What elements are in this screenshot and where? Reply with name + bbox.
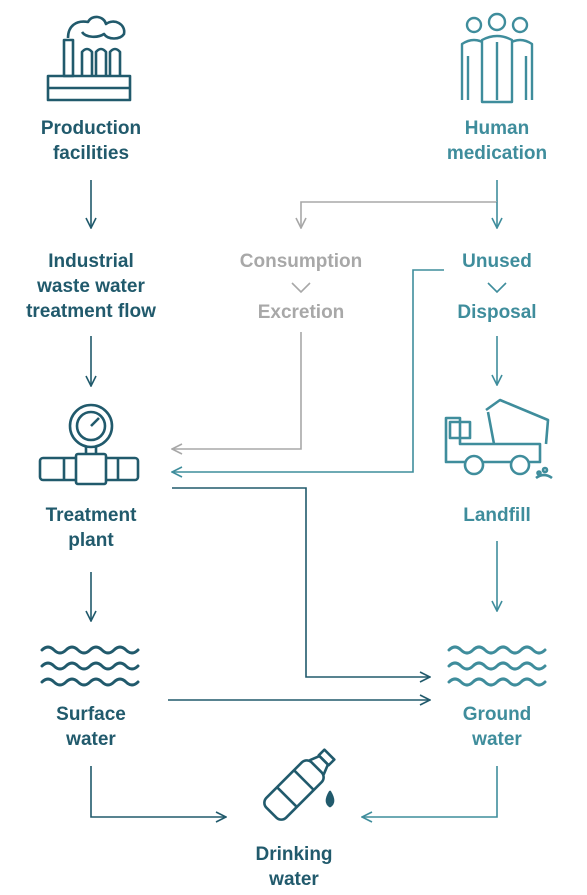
label-surface-water: Surface water (56, 704, 126, 750)
label-human-medication: Human medication (446, 118, 548, 164)
factory-icon (46, 15, 132, 102)
chevron-unused-disposal (487, 282, 507, 294)
label-disposal: Disposal (457, 302, 537, 323)
pipe-gauge-icon (38, 403, 140, 486)
label-production-facilities: Production facilities (40, 118, 142, 164)
waves-icon (447, 645, 547, 687)
chevron-consumption-excretion (291, 282, 311, 294)
arrow-human-to-consumption (301, 201, 497, 228)
label-industrial-waste-water: Industrial waste water treatment flow (26, 251, 156, 322)
people-icon (460, 12, 534, 104)
label-treatment-plant: Treatment plant (45, 505, 137, 551)
arrow-surface-to-drinking (90, 766, 226, 817)
waves-icon (40, 645, 140, 687)
label-consumption: Consumption (239, 251, 363, 272)
label-landfill: Landfill (463, 505, 531, 526)
label-drinking-water: Drinking water (255, 844, 333, 890)
arrow-ground-to-drinking (362, 766, 498, 817)
arrow-treatment-to-ground (172, 487, 430, 677)
water-bottle-icon (263, 748, 336, 821)
label-unused: Unused (462, 251, 532, 272)
label-excretion: Excretion (257, 302, 345, 323)
arrow-unused-to-treatment (172, 269, 444, 472)
dump-truck-icon (444, 398, 553, 480)
label-ground-water: Ground water (462, 704, 532, 750)
arrow-excretion-to-treatment (172, 332, 302, 449)
